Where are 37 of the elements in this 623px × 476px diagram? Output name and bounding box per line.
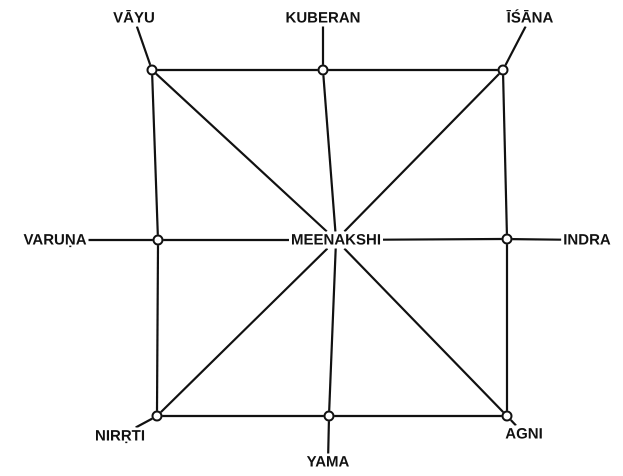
connector-line xyxy=(322,26,324,64)
connector-line xyxy=(328,248,337,411)
junction-circle xyxy=(152,410,162,422)
deity-label: MEENAKSHI xyxy=(289,232,383,248)
deity-label: VĀYU xyxy=(111,10,157,26)
connector-line xyxy=(512,238,562,241)
junction-circle xyxy=(498,64,508,76)
deity-label: VARUṆA xyxy=(21,232,89,248)
connector-line xyxy=(344,248,504,413)
junction-circle xyxy=(502,234,512,244)
connector-line xyxy=(162,414,324,418)
connector-line xyxy=(502,75,508,234)
connector-line xyxy=(135,418,153,428)
connector-line xyxy=(504,26,527,66)
junction-circle xyxy=(318,64,328,76)
deity-label: ĪŚĀNA xyxy=(504,10,556,26)
junction-circle xyxy=(152,234,164,246)
connector-line xyxy=(344,73,500,232)
connector-line xyxy=(136,26,152,66)
connector-line xyxy=(155,72,328,232)
junction-circle xyxy=(146,64,158,76)
connector-line xyxy=(164,238,289,242)
deity-label: NIRṚTI xyxy=(93,428,147,444)
connector-line xyxy=(151,75,159,235)
connector-line xyxy=(328,68,498,72)
junction-circle xyxy=(324,410,334,422)
connector-line xyxy=(334,414,502,418)
connector-line xyxy=(156,246,160,410)
connector-line xyxy=(327,421,330,454)
connector-line xyxy=(510,419,517,426)
connector-line xyxy=(88,238,152,242)
connector-line xyxy=(160,248,328,413)
connector-line xyxy=(322,75,336,232)
connector-line xyxy=(506,244,508,410)
junction-circle xyxy=(502,410,512,422)
connector-line xyxy=(383,238,502,241)
connector-line xyxy=(158,68,318,72)
